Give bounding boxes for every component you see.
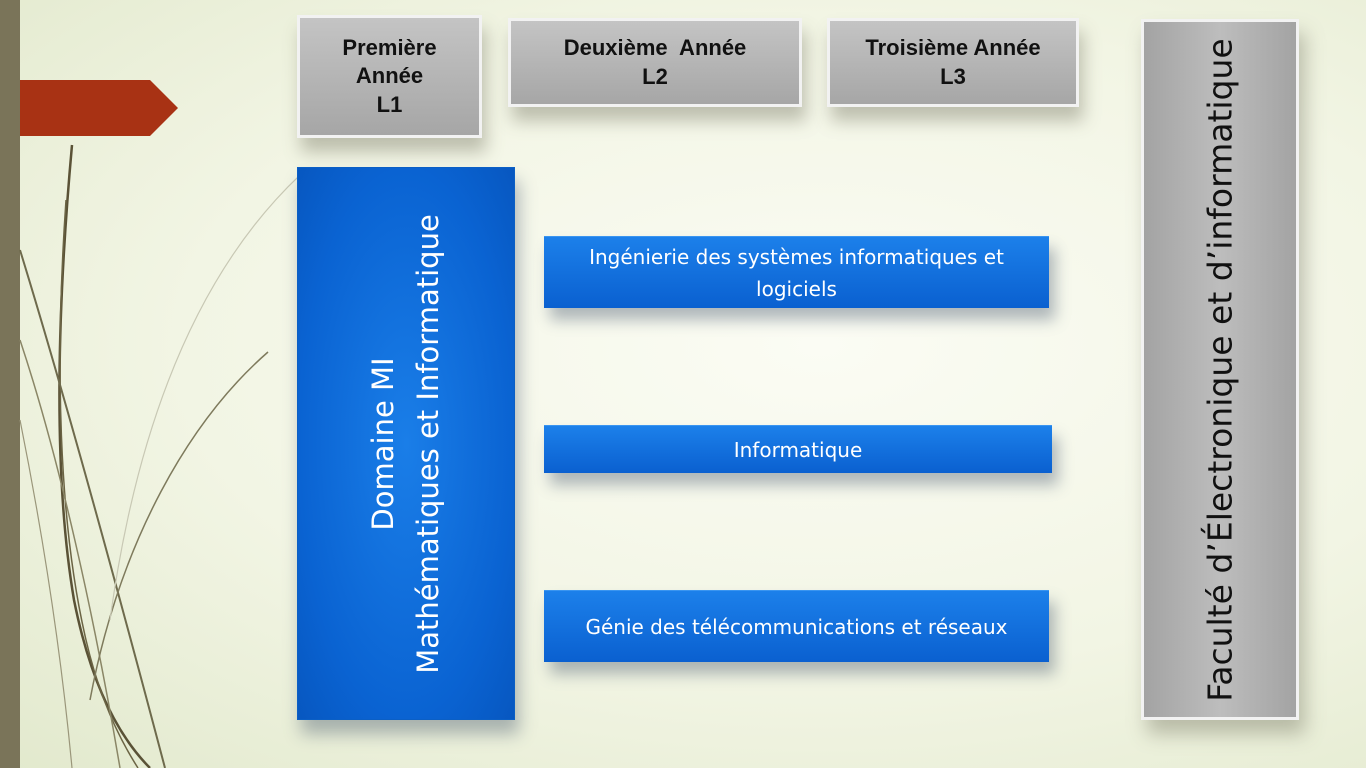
specialty-line: Ingénierie des systèmes informatiques et [589,244,1004,269]
year-l3-line: L3 [940,63,966,89]
domain-line-2: Mathématiques et Informatique [411,213,445,674]
year-box-l2: Deuxième Année L2 [508,18,802,107]
year-l2-line: Deuxième Année [563,34,747,60]
domain-line-1: Domaine MI [366,356,401,531]
year-box-l3: Troisième Année L3 [827,18,1079,107]
specialty-box-informatique: Informatique [544,425,1052,473]
domain-box: Domaine MI Mathématiques et Informatique [297,167,515,720]
year-l1-line: Année [355,63,424,89]
grass-decoration [19,144,300,768]
year-l1-line: Première [342,34,437,60]
faculty-label: Faculté d’Électronique et d’informatique [1200,37,1240,702]
year-l1-line: L1 [376,91,403,117]
year-l3-line: Troisième Année [865,34,1041,60]
left-accent-bar [0,0,20,768]
specialty-line: Informatique [733,437,863,462]
year-box-l1: Première Année L1 [297,15,482,138]
specialty-line: Génie des télécommunications et réseaux [585,614,1008,639]
year-l2-line: L2 [642,63,668,89]
specialty-line: logiciels [756,276,837,301]
pentagon-arrow-icon [20,80,178,136]
specialty-box-telecom: Génie des télécommunications et réseaux [544,590,1049,662]
specialty-box-isil: Ingénierie des systèmes informatiques et… [544,236,1049,308]
faculty-box: Faculté d’Électronique et d’informatique [1141,19,1299,720]
